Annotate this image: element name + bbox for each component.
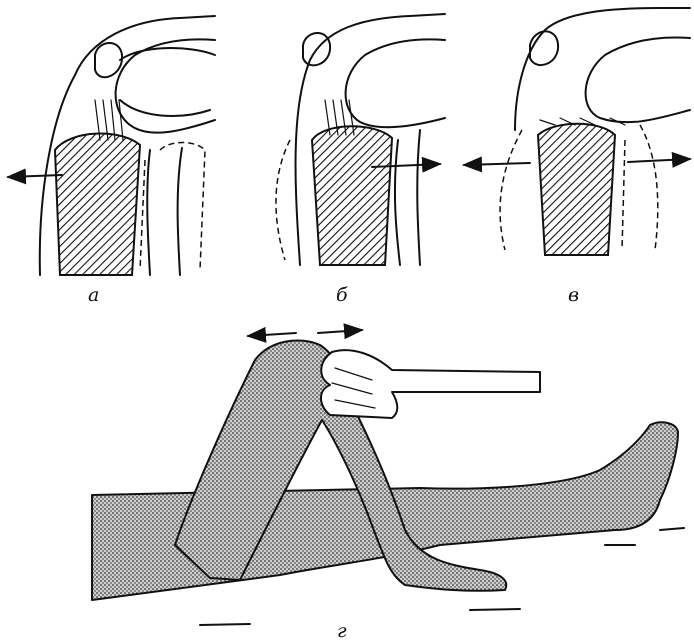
- displaced-outline-b: [276, 140, 290, 260]
- displaced-left-c: [500, 130, 522, 250]
- label-b: б: [336, 284, 348, 306]
- panel-a: a: [8, 16, 215, 306]
- fibula-a: [147, 148, 182, 275]
- label-a: a: [88, 284, 99, 306]
- arrow-d-right: [318, 330, 362, 333]
- label-d: г: [337, 620, 347, 641]
- arrow-c-left: [464, 163, 530, 165]
- label-c: в: [568, 284, 579, 306]
- condyle-a: [120, 48, 215, 116]
- patella-c: [530, 31, 558, 65]
- femur-outline-c: [515, 8, 690, 130]
- arrow-c-right: [628, 159, 690, 162]
- tibia-a: [55, 134, 140, 275]
- hand: [321, 350, 540, 418]
- panel-b: б: [276, 14, 445, 306]
- panel-c: в: [464, 8, 690, 306]
- arrow-a: [8, 175, 62, 177]
- tibia-b: [312, 126, 392, 265]
- patella-a: [95, 43, 122, 77]
- floor-line-2: [470, 609, 520, 610]
- floor-line-1: [200, 624, 250, 625]
- tibia-c: [538, 124, 615, 255]
- panel-d: г: [92, 330, 684, 641]
- fibula-b: [395, 130, 420, 265]
- displaced-right-c: [622, 125, 658, 250]
- arrow-d-left: [248, 333, 296, 336]
